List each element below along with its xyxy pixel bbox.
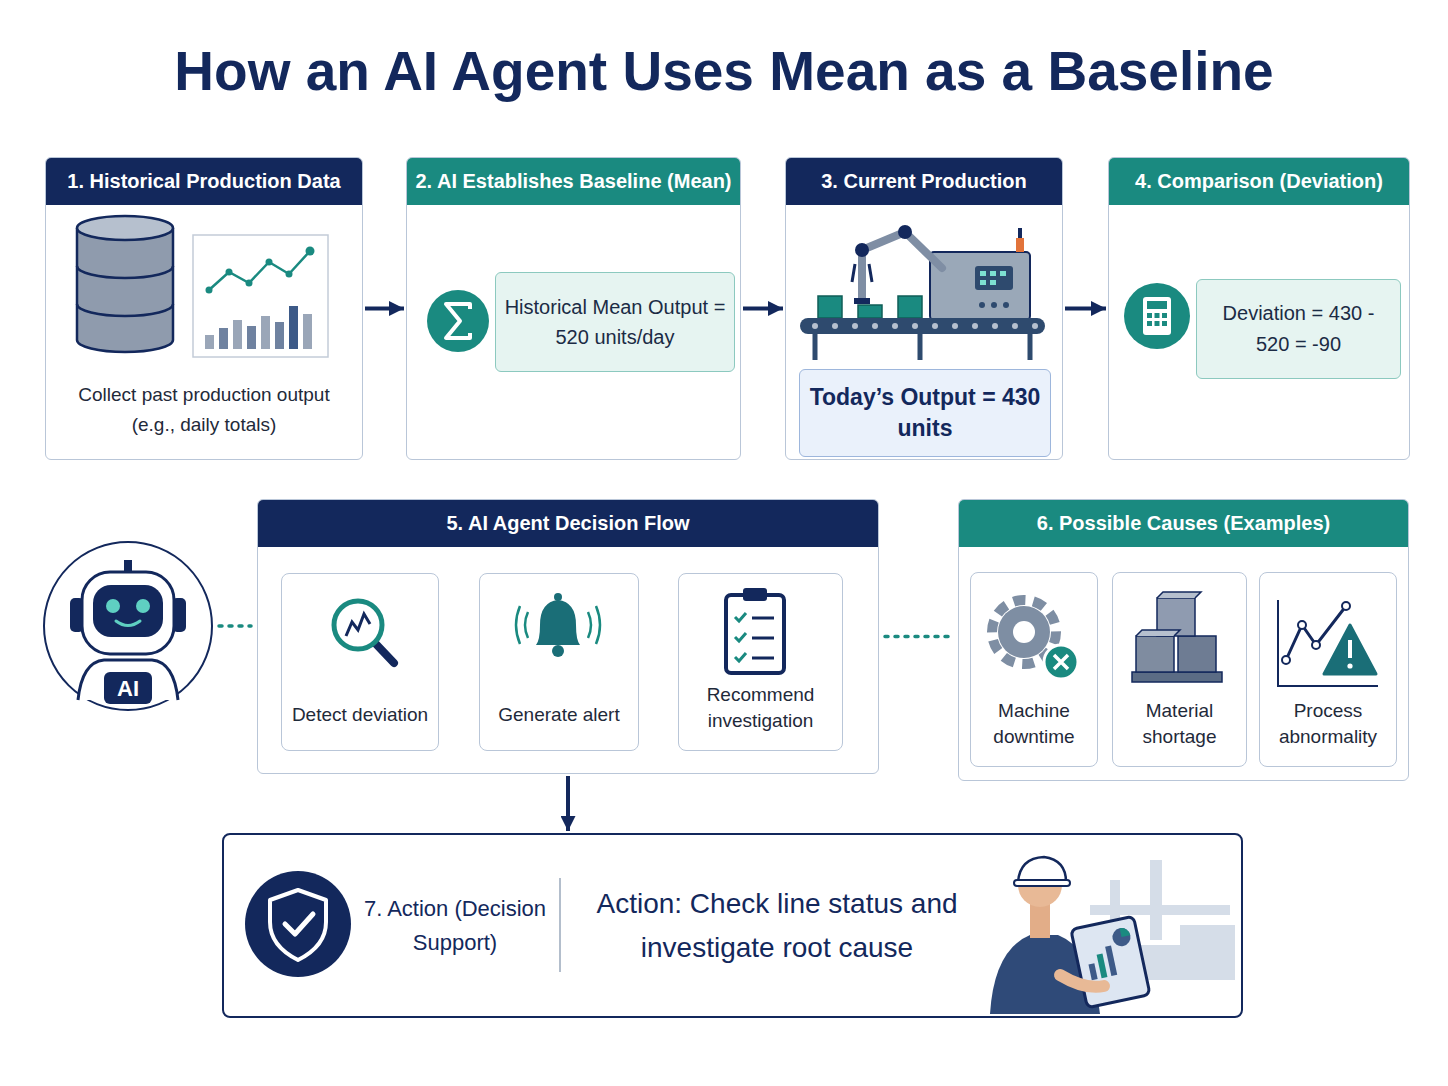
material-boxes-icon [1132, 592, 1222, 682]
panel-heading: 5. AI Agent Decision Flow [258, 500, 878, 547]
action-panel: 7. Action (Decision Support) Action: Chec… [222, 833, 1243, 1018]
cause-card: Process abnormality [1259, 572, 1397, 767]
panel-heading: 6. Possible Causes (Examples) [959, 500, 1408, 547]
flow-arrow [743, 307, 783, 311]
database-icon [77, 216, 173, 352]
chart-icon [193, 235, 328, 357]
shield-icon [245, 871, 351, 977]
flow-arrow [566, 776, 570, 831]
output-value: Today’s Output = 430 units [808, 382, 1042, 444]
robot-figure [70, 560, 186, 704]
cause-label: Machine downtime [977, 698, 1091, 766]
flow-panel: 5. AI Agent Decision FlowDetect deviatio… [257, 499, 879, 774]
causes-panel: 6. Possible Causes (Examples) Machine dow… [958, 499, 1409, 781]
step-panel: 2. AI Establishes Baseline (Mean) Histori… [406, 157, 741, 460]
dotted-connector [219, 624, 251, 628]
cause-card: Material shortage [1112, 572, 1247, 767]
step-label: Generate alert [486, 702, 632, 750]
panel-heading: 3. Current Production [786, 158, 1062, 205]
step-label: Detect deviation [288, 702, 432, 750]
magnifier-icon [334, 601, 394, 663]
step-label: Recommend investigation [685, 682, 836, 750]
deviation-value: Deviation = 430 - 520 = -90 [1205, 298, 1392, 360]
title-text: How an AI Agent Uses Mean as a Baseline [0, 36, 1448, 106]
sigma-icon [427, 290, 489, 352]
mean-value: Historical Mean Output = 520 units/day [504, 292, 726, 352]
action-text: Action: Check line status and investigat… [577, 882, 977, 970]
step-panel: 3. Current ProductionToday’s Output = 43… [785, 157, 1063, 460]
flow-step: Detect deviation [281, 573, 439, 751]
production-machine [800, 225, 1045, 360]
mean-box: Historical Mean Output = 520 units/day [495, 272, 735, 372]
gear-icon [992, 600, 1078, 679]
cause-label: Material shortage [1119, 698, 1240, 766]
flow-arrow [365, 307, 404, 311]
panel-heading: 2. AI Establishes Baseline (Mean) [407, 158, 740, 205]
calculator-icon [1124, 283, 1190, 349]
worker-figure [990, 857, 1235, 1014]
bell-icon [516, 593, 600, 657]
flow-step: Generate alert [479, 573, 639, 751]
cause-label: Process abnormality [1266, 698, 1390, 766]
flow-step: Recommend investigation [678, 573, 843, 751]
clipboard-icon [726, 588, 784, 673]
step-panel: 4. Comparison (Deviation) Deviation = 430… [1108, 157, 1410, 460]
panel-heading: 1. Historical Production Data [46, 158, 362, 205]
step-panel: 1. Historical Production DataCollect pas… [45, 157, 363, 460]
agent-badge: AI [45, 676, 211, 702]
action-heading: 7. Action (Decision Support) [357, 892, 553, 960]
deviation-box: Deviation = 430 - 520 = -90 [1196, 279, 1401, 379]
cause-card: Machine downtime [970, 572, 1098, 767]
flow-arrow [1065, 307, 1106, 311]
abnormality-icon [1278, 600, 1378, 686]
divider-line [559, 878, 561, 972]
panel-body: Collect past production output (e.g., da… [46, 380, 362, 440]
dotted-connector [885, 635, 952, 639]
output-box: Today’s Output = 430 units [799, 369, 1051, 457]
page-title: How an AI Agent Uses Mean as a Baseline [0, 0, 1448, 106]
panel-heading: 4. Comparison (Deviation) [1109, 158, 1409, 205]
agent-circle: AI [43, 541, 213, 711]
